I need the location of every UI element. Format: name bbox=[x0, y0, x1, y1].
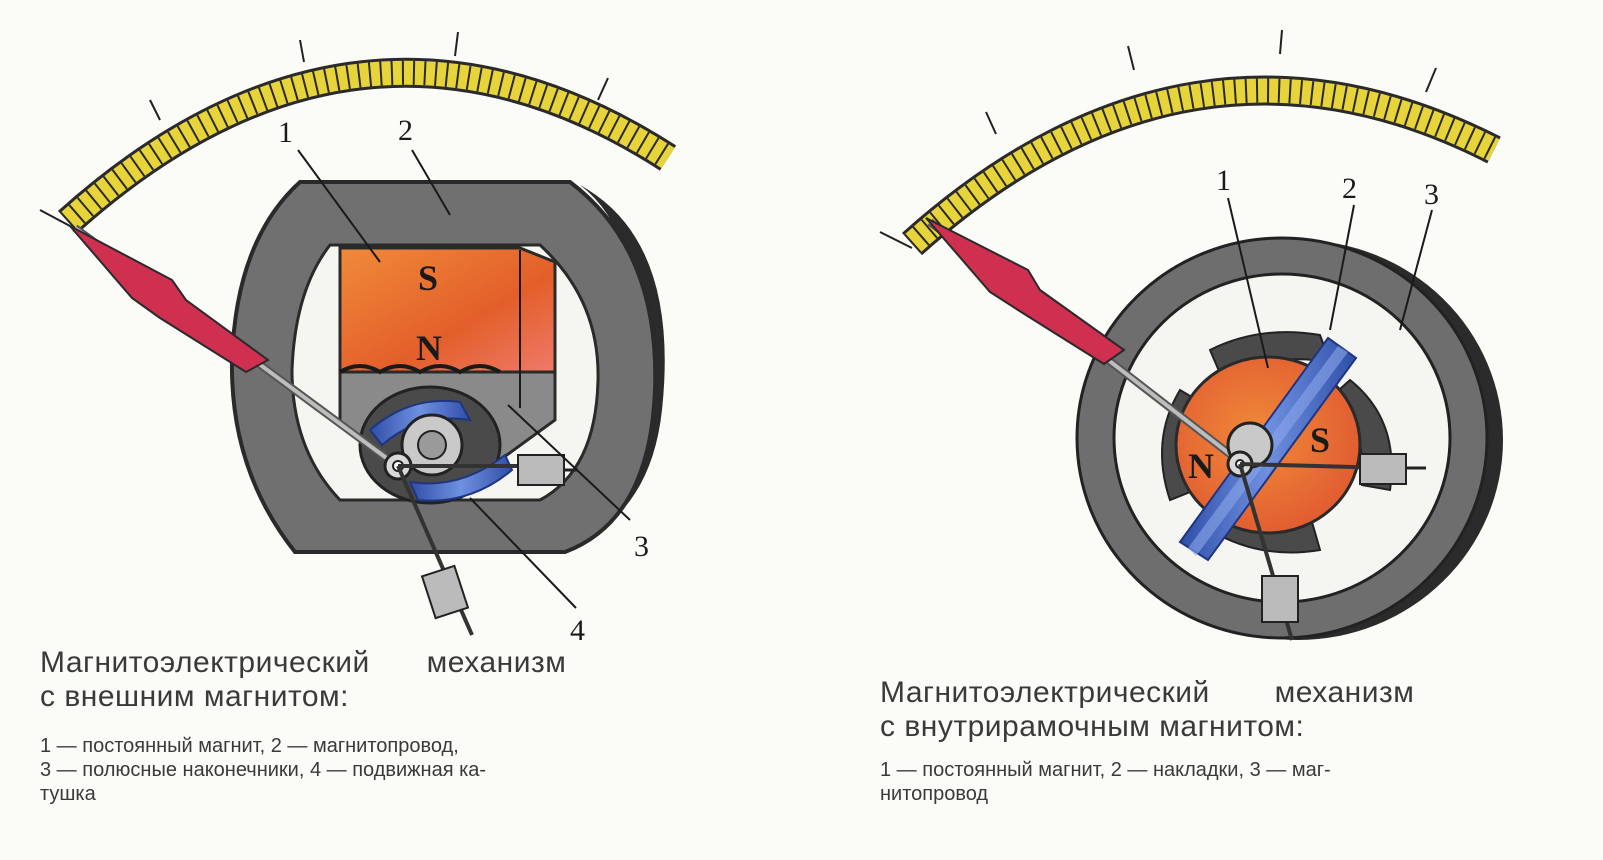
right-scale bbox=[879, 29, 1501, 256]
left-callout-2: 2 bbox=[398, 114, 413, 147]
right-callouts: 1 2 3 bbox=[1216, 164, 1439, 369]
left-caption-title-line-2: с внешним магнитом: bbox=[40, 680, 350, 713]
left-north-pole-label: N bbox=[416, 328, 442, 368]
right-north-pole-label: N bbox=[1188, 446, 1214, 486]
external-magnet-mechanism: S N bbox=[39, 31, 677, 647]
left-callout-4: 4 bbox=[570, 614, 585, 647]
right-south-pole-label: S bbox=[1310, 420, 1330, 460]
right-caption-title-line-2: с внутрирамочным магнитом: bbox=[880, 710, 1305, 743]
right-legend-line-2: нитопровод bbox=[880, 783, 989, 805]
right-callout-1: 1 bbox=[1216, 164, 1231, 197]
right-legend-line-1: 1 — постоянный магнит, 2 — накладки, 3 —… bbox=[880, 759, 1331, 781]
left-permanent-magnet: S N bbox=[338, 246, 557, 408]
left-caption-legend: 1 — постоянный магнит, 2 — магнитопровод… bbox=[40, 734, 680, 806]
left-legend-line-1: 1 — постоянный магнит, 2 — магнитопровод… bbox=[40, 735, 459, 757]
left-legend-line-3: тушка bbox=[40, 783, 96, 805]
right-caption-legend: 1 — постоянный магнит, 2 — накладки, 3 —… bbox=[880, 758, 1540, 806]
left-caption-title: Магнитоэлектрический механизм с внешним … bbox=[40, 646, 670, 714]
left-caption-title-line-1: Магнитоэлектрический механизм bbox=[40, 646, 567, 679]
inner-frame-magnet-mechanism: N S 1 2 bbox=[879, 29, 1503, 641]
left-south-pole-label: S bbox=[418, 258, 438, 298]
right-callout-3: 3 bbox=[1424, 178, 1439, 211]
right-caption-title-line-1: Магнитоэлектрический механизм bbox=[880, 676, 1415, 709]
left-callout-1: 1 bbox=[278, 116, 293, 149]
left-callout-3: 3 bbox=[634, 530, 649, 563]
left-legend-line-2: 3 — полюсные наконечники, 4 — подвижная … bbox=[40, 759, 487, 781]
left-pointer bbox=[69, 224, 578, 636]
left-callouts: 1 2 3 4 bbox=[278, 114, 649, 647]
right-callout-2: 2 bbox=[1342, 172, 1357, 205]
right-pointer bbox=[925, 217, 1426, 641]
left-scale bbox=[39, 31, 677, 234]
right-caption-title: Магнитоэлектрический механизм с внутрира… bbox=[880, 676, 1540, 744]
